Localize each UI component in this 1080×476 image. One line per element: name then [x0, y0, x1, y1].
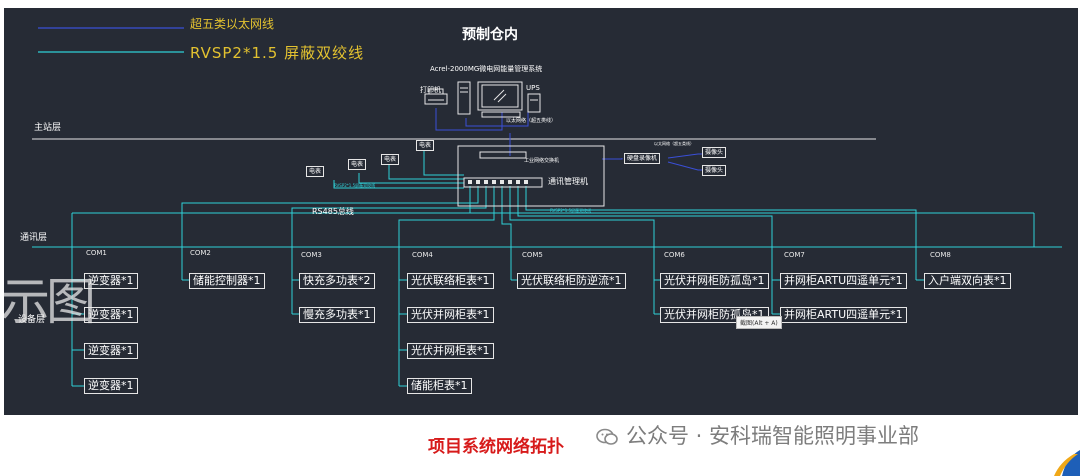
- overlay-handwritten-text: 示图: [4, 273, 96, 331]
- device-box: 储能控制器*1: [189, 273, 265, 289]
- rvsp-note-right: RVSP2*1.5屏蔽双绞线: [550, 208, 592, 213]
- ups-icon: [527, 93, 541, 113]
- printer-label: 打印机: [420, 86, 441, 94]
- device-box: 光伏并网柜表*1: [407, 343, 494, 359]
- camera-box: 摄像头: [702, 165, 727, 176]
- computer-tower-icon: [457, 81, 471, 115]
- manager-enclosure: [457, 145, 605, 207]
- com-label: COM1: [86, 249, 107, 257]
- wiring-layer: [32, 27, 1062, 387]
- video-ethernet-note: 以太网络（超五类线）: [654, 141, 694, 146]
- system-name: Acrel-2000MG微电网能量管理系统: [430, 65, 543, 73]
- com-label: COM5: [522, 251, 543, 259]
- diagram-caption: 项目系统网络拓扑: [428, 437, 564, 457]
- com-label: COM8: [930, 251, 951, 259]
- device-box: 储能柜表*1: [407, 378, 472, 394]
- meter-box: 电表: [381, 154, 400, 165]
- layer-device-label: 设备层: [18, 315, 46, 325]
- device-box: 快充多功表*2: [299, 273, 375, 289]
- meter-box: 电表: [348, 159, 367, 170]
- device-box: 光伏联络柜表*1: [407, 273, 494, 289]
- device-box: 入户端双向表*1: [924, 273, 1011, 289]
- camera-box: 摄像头: [702, 147, 727, 158]
- com-label: COM6: [664, 251, 685, 259]
- screenshot-tooltip: 截图(Alt + A): [736, 316, 782, 329]
- comm-ports: [468, 180, 528, 184]
- switch-device: [479, 151, 527, 159]
- legend-ethernet-label: 超五类以太网线: [190, 17, 275, 31]
- wechat-icon: [596, 428, 618, 445]
- device-box: 光伏并网柜表*1: [407, 307, 494, 323]
- layer-master-label: 主站层: [34, 123, 62, 133]
- rvsp-note-left: RVSP2*1.5屏蔽双绞线: [334, 183, 376, 188]
- device-box: 逆变器*1: [84, 273, 138, 289]
- device-box: 慢充多功表*1: [299, 307, 375, 323]
- watermark-text: 公众号 · 安科瑞智能照明事业部: [626, 424, 920, 448]
- layer-comm-label: 通讯层: [20, 233, 48, 243]
- device-box: 逆变器*1: [84, 343, 138, 359]
- com-label: COM2: [190, 249, 211, 257]
- device-box: 逆变器*1: [84, 378, 138, 394]
- cad-diagram-canvas: 超五类以太网线 RVSP2*1.5 屏蔽双绞线 预制仓内 Acrel-2000M…: [4, 8, 1078, 415]
- device-box: 光伏并网柜防孤岛*1: [660, 273, 769, 289]
- meter-box: 电表: [306, 166, 325, 177]
- monitor-icon: [477, 81, 523, 118]
- comm-manager-device: [463, 177, 543, 188]
- diagram-title: 预制仓内: [462, 27, 518, 43]
- rs485-label: RS485总线: [312, 207, 354, 216]
- ups-label: UPS: [526, 84, 540, 92]
- switch-label: 工业网络交换机: [524, 158, 560, 164]
- com-label: COM7: [784, 251, 805, 259]
- legend-rvsp-label: RVSP2*1.5 屏蔽双绞线: [190, 44, 365, 62]
- ethernet-wires: [435, 103, 704, 171]
- comm-manager-label: 通讯管理机: [548, 177, 588, 186]
- device-box: 光伏联络柜防逆流*1: [517, 273, 626, 289]
- column-drops: [71, 151, 1035, 387]
- com-label: COM4: [412, 251, 433, 259]
- com-label: COM3: [301, 251, 322, 259]
- corner-decoration: [1054, 450, 1080, 476]
- printer-icon: [424, 88, 448, 105]
- device-box: 并网柜ARTU四遥单元*1: [780, 273, 907, 289]
- meter-box: 电表: [416, 140, 435, 151]
- device-box: 逆变器*1: [84, 307, 138, 323]
- video-recorder-box: 硬盘录像机: [624, 153, 661, 164]
- device-box: 并网柜ARTU四遥单元*1: [780, 307, 907, 323]
- watermark: 公众号 · 安科瑞智能照明事业部: [596, 420, 919, 450]
- master-ethernet-note: 以太网络（超五类线）: [506, 118, 557, 124]
